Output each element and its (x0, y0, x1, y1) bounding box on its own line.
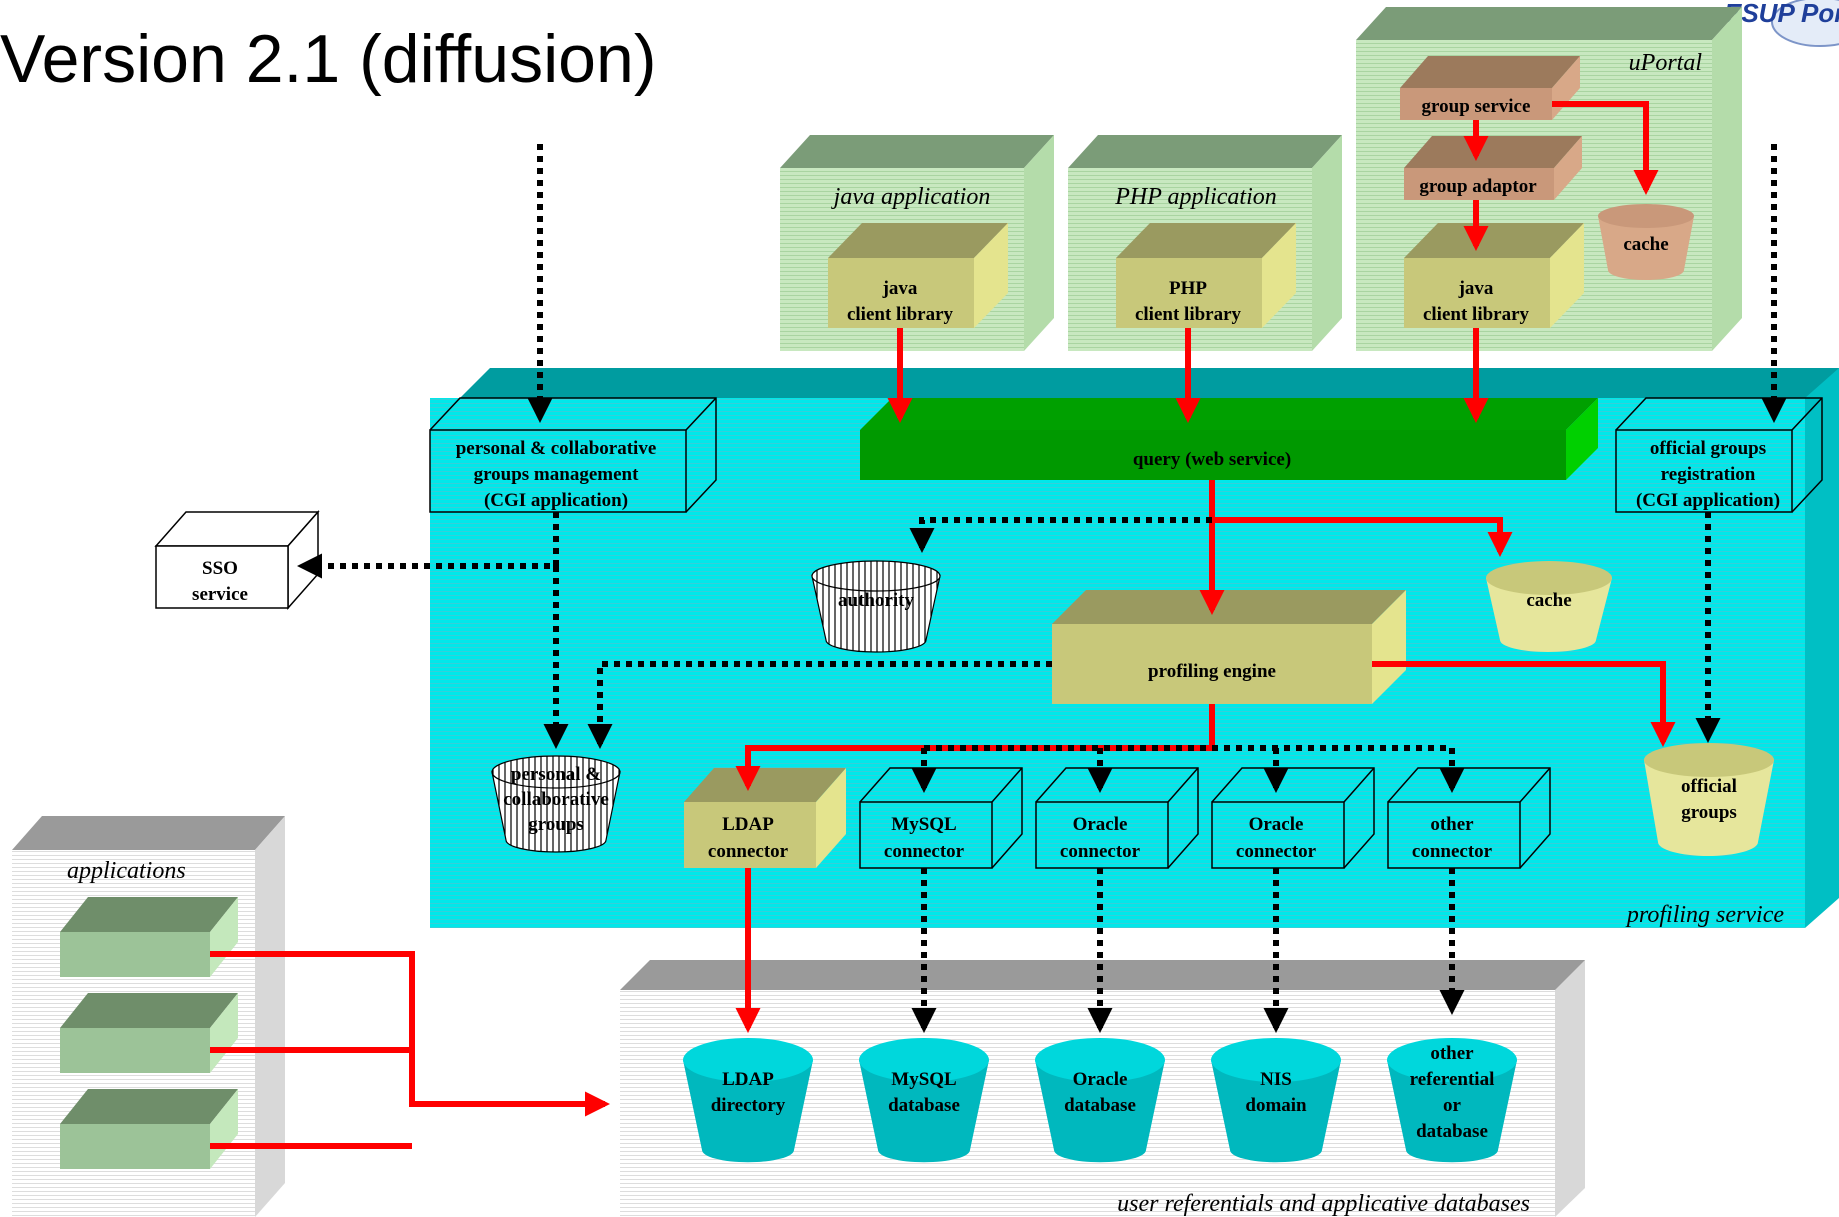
oracle-connector-1-line1: Oracle (1073, 814, 1128, 835)
php-application-label: PHP application (1114, 184, 1277, 210)
php-lib-line1: PHP (1169, 278, 1207, 299)
profiling-engine: profiling engine (1052, 590, 1406, 704)
personal-mgmt-line1: personal & collaborative (456, 438, 657, 459)
other-database: other referential or database (1387, 1038, 1517, 1163)
dotted-query-to-authority (909, 517, 1212, 554)
arrow-engine-to-official (1372, 661, 1676, 748)
uportal-cache-label: cache (1623, 234, 1668, 255)
service-cache: cache (1486, 561, 1612, 652)
personal-groups-line3: groups (528, 814, 584, 835)
sso-line1: SSO (202, 558, 238, 579)
group-service: group service (1400, 56, 1580, 120)
nis-domain-line1: NIS (1260, 1069, 1292, 1090)
other-database-line2: referential (1410, 1069, 1495, 1090)
other-database-line3: or (1443, 1095, 1462, 1116)
arrow-engine-to-ldap (735, 704, 1215, 792)
official-reg-line3: (CGI application) (1636, 490, 1780, 511)
esup-logo: ESUP Por (1724, 0, 1839, 47)
oracle-database-line2: database (1064, 1095, 1136, 1116)
mysql-database: MySQL database (859, 1038, 989, 1163)
personal-groups-management: personal & collaborative groups manageme… (429, 397, 717, 513)
arrow-query-to-cache (1212, 517, 1513, 558)
oracle-database: Oracle database (1035, 1038, 1165, 1163)
other-connector: other connector (1387, 767, 1551, 869)
applications-box: applications (12, 816, 285, 1217)
personal-groups-line2: collaborative (503, 789, 609, 810)
ldap-directory-line2: directory (711, 1095, 786, 1116)
application-block-1 (60, 897, 238, 977)
group-adaptor: group adaptor (1404, 136, 1582, 200)
java-lib-line2: client library (847, 304, 954, 325)
dotted-arrows (296, 144, 1787, 1034)
oracle-connector-2: Oracle connector (1211, 767, 1375, 869)
dotted-engine-to-other-connector (1212, 745, 1465, 794)
oracle-database-line1: Oracle (1073, 1069, 1128, 1090)
application-block-3 (60, 1089, 238, 1169)
oracle-connector-1: Oracle connector (1035, 767, 1199, 869)
red-arrows (210, 101, 1676, 1149)
official-reg-line2: registration (1661, 464, 1756, 485)
authority-store: authority (811, 560, 941, 653)
php-client-library: PHP client library (1116, 223, 1296, 328)
uportal-client-library: java client library (1404, 223, 1584, 328)
query-web-service: query (web service) (860, 398, 1598, 480)
service-cache-label: cache (1526, 590, 1571, 611)
other-database-line1: other (1430, 1043, 1474, 1064)
official-groups-store: official groups (1644, 743, 1774, 856)
sso-line2: service (192, 584, 248, 605)
other-database-line4: database (1416, 1121, 1488, 1142)
databases-label: user referentials and applicative databa… (1117, 1191, 1530, 1217)
official-groups-line2: groups (1681, 802, 1737, 823)
applications-label: applications (67, 858, 186, 884)
oracle-connector-2-line2: connector (1236, 841, 1317, 862)
group-adaptor-label: group adaptor (1419, 176, 1537, 197)
sso-service: SSO service (154, 510, 320, 610)
uportal-lib-line2: client library (1423, 304, 1530, 325)
uportal-lib-line1: java (1458, 278, 1494, 299)
personal-mgmt-line2: groups management (474, 464, 640, 485)
ldap-directory: LDAP directory (683, 1038, 813, 1163)
java-application-label: java application (831, 184, 991, 210)
other-connector-line2: connector (1412, 841, 1493, 862)
nis-domain-line2: domain (1245, 1095, 1307, 1116)
arrow-service-to-cache (1552, 101, 1659, 196)
page-title: Version 2.1 (diffusion) (0, 21, 656, 97)
other-connector-line1: other (1430, 814, 1474, 835)
query-label: query (web service) (1133, 449, 1291, 470)
official-groups-registration: official groups registration (CGI applic… (1615, 397, 1823, 513)
dotted-engine-to-groups (587, 661, 1052, 750)
profiling-service-label: profiling service (1625, 902, 1784, 928)
java-client-library: java client library (828, 223, 1008, 328)
mysql-connector-line1: MySQL (891, 814, 956, 835)
mysql-connector: MySQL connector (859, 767, 1023, 869)
nis-domain: NIS domain (1211, 1038, 1341, 1163)
php-lib-line2: client library (1135, 304, 1242, 325)
personal-mgmt-line3: (CGI application) (484, 490, 628, 511)
uportal-cache: cache (1598, 204, 1694, 280)
application-block-2 (60, 993, 238, 1073)
arrow-apps-to-databases (210, 951, 611, 1117)
mysql-database-line2: database (888, 1095, 960, 1116)
mysql-database-line1: MySQL (891, 1069, 956, 1090)
authority-label: authority (838, 590, 915, 611)
java-lib-line1: java (882, 278, 918, 299)
oracle-connector-1-line2: connector (1060, 841, 1141, 862)
personal-groups-line1: personal & (511, 764, 601, 785)
official-groups-line1: official (1681, 776, 1737, 797)
oracle-connector-2-line1: Oracle (1249, 814, 1304, 835)
official-reg-line1: official groups (1650, 438, 1766, 459)
uportal-label: uPortal (1629, 50, 1703, 76)
logo-text: ESUP Por (1724, 0, 1839, 28)
group-service-label: group service (1422, 96, 1531, 117)
profiling-engine-label: profiling engine (1148, 661, 1276, 682)
ldap-connector: LDAP connector (684, 768, 846, 868)
ldap-connector-line1: LDAP (722, 814, 774, 835)
ldap-connector-line2: connector (708, 841, 789, 862)
personal-groups-store: personal & collaborative groups (491, 755, 621, 853)
ldap-directory-line1: LDAP (722, 1069, 774, 1090)
mysql-connector-line2: connector (884, 841, 965, 862)
